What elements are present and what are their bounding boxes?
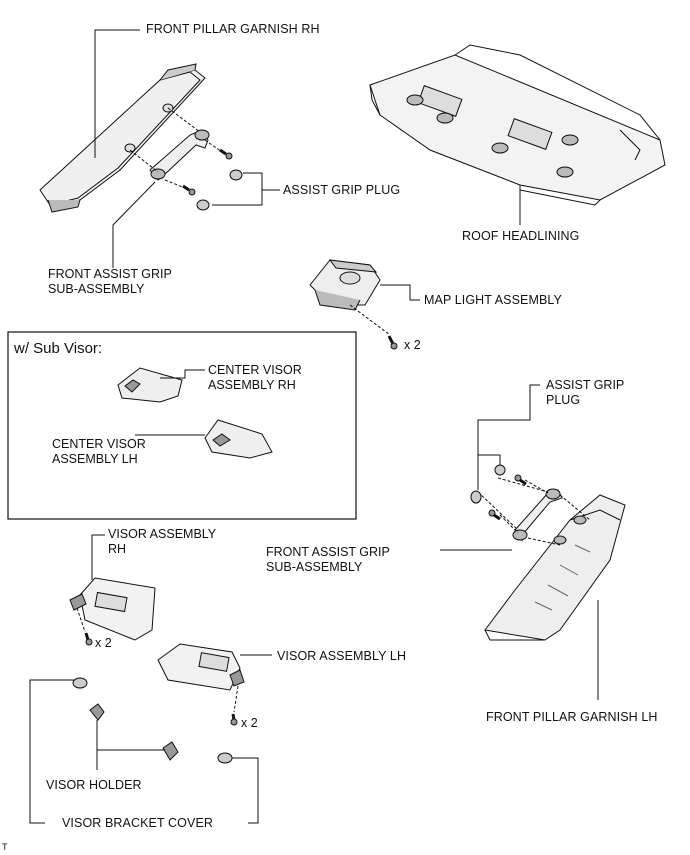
leader-center-visor-rh <box>160 369 205 379</box>
screw-map-light <box>387 335 398 350</box>
label-front-assist-grip-top: FRONT ASSIST GRIP SUB-ASSEMBLY <box>48 267 172 296</box>
front-pillar-garnish-rh-part <box>39 63 206 213</box>
label-visor-assembly-lh: VISOR ASSEMBLY LH <box>277 649 407 663</box>
leader-visor-holder <box>96 720 165 770</box>
visor-bracket-cover-2 <box>217 752 233 764</box>
front-assist-grip-right-part <box>512 488 563 542</box>
assist-grip-plug-top-2 <box>196 199 210 211</box>
assist-grip-plug-top-1 <box>229 169 243 181</box>
label-center-visor-lh: CENTER VISOR ASSEMBLY LH <box>52 437 146 466</box>
dashed-grip-top <box>129 107 223 189</box>
visor-bracket-cover-1 <box>72 677 88 689</box>
dashed-map-light <box>349 304 391 336</box>
sub-visor-box <box>7 331 357 520</box>
qty-visor-lh: x 2 <box>241 716 258 730</box>
center-visor-rh-part <box>117 367 183 403</box>
map-light-part <box>309 259 381 311</box>
label-roof-headlining: ROOF HEADLINING <box>462 229 580 243</box>
label-center-visor-rh: CENTER VISOR ASSEMBLY RH <box>208 363 302 392</box>
front-pillar-garnish-lh-part <box>484 494 626 641</box>
screw-right-2 <box>488 509 501 521</box>
label-assist-grip-plug-top: ASSIST GRIP PLUG <box>283 183 401 197</box>
dashed-grip-right <box>477 477 591 546</box>
label-assist-grip-plug-right: ASSIST GRIP PLUG <box>546 378 625 407</box>
leader-grip-top <box>112 181 156 268</box>
visor-holder-2 <box>162 741 179 761</box>
screw-right-1 <box>514 474 527 486</box>
assist-grip-plug-right-1 <box>494 464 506 476</box>
screw-top-2 <box>182 184 196 196</box>
sub-visor-title: w/ Sub Visor: <box>14 340 103 357</box>
leader-pillar-rh <box>94 29 140 158</box>
leader-bracket-cover <box>29 679 259 824</box>
leader-visor-rh <box>91 534 105 580</box>
center-visor-lh-part <box>204 419 273 459</box>
qty-map-light: x 2 <box>404 338 421 352</box>
visor-rh-part <box>69 577 156 641</box>
visor-lh-part <box>157 643 245 691</box>
qty-visor-rh: x 2 <box>95 636 112 650</box>
label-visor-assembly-rh: VISOR ASSEMBLY RH <box>108 527 217 556</box>
dashed-visor-lh <box>233 685 239 713</box>
roof-headlining-part <box>369 44 666 206</box>
label-visor-bracket-cover: VISOR BRACKET COVER <box>62 816 214 830</box>
leader-map-light <box>380 284 420 301</box>
corner-mark: T <box>2 842 8 852</box>
leader-plug-top <box>212 172 280 206</box>
screw-visor-rh <box>84 632 93 646</box>
visor-holder-1 <box>89 703 105 721</box>
front-assist-grip-top-part <box>149 129 210 181</box>
assist-grip-plug-right-2 <box>470 490 482 504</box>
dashed-visor-rh <box>76 607 86 633</box>
screw-top-1 <box>219 148 233 160</box>
leader-plug-right <box>477 384 540 490</box>
label-front-pillar-garnish-lh: FRONT PILLAR GARNISH LH <box>486 710 658 724</box>
label-front-pillar-garnish-rh: FRONT PILLAR GARNISH RH <box>146 22 320 36</box>
label-visor-holder: VISOR HOLDER <box>46 778 142 792</box>
label-front-assist-grip-right: FRONT ASSIST GRIP SUB-ASSEMBLY <box>266 545 390 574</box>
label-map-light-assembly: MAP LIGHT ASSEMBLY <box>424 293 562 307</box>
screw-visor-lh <box>230 713 238 726</box>
